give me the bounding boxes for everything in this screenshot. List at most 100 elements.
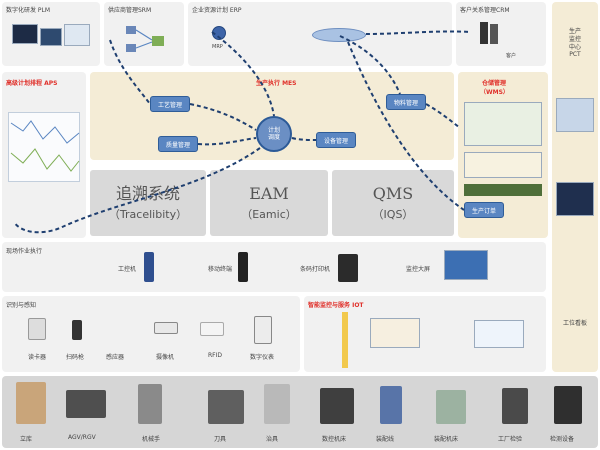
assembly-line-icon <box>380 386 402 424</box>
equipment-item: 刀具 <box>214 436 227 443</box>
industrial-pc-icon <box>144 252 154 282</box>
connector-plan-equip <box>291 137 317 141</box>
card-reader-icon <box>28 318 46 340</box>
wms-title: 仓储管理 <box>482 80 507 87</box>
crm-panel: 客户关系管理CRM 客户 <box>456 2 546 66</box>
fixture-icon <box>264 384 290 424</box>
equipment-item: 检测设备 <box>550 436 575 443</box>
plm-title: 数字化研发 PLM <box>6 7 51 14</box>
equipment-panel: 立库 AGV/RGV 机械手 刀具 治具 数控机床 装配线 装配机床 工厂检验 … <box>2 376 598 448</box>
connector-erp-order <box>347 41 465 211</box>
srm-title: 供应商管理SRM <box>108 7 152 14</box>
equipment-item: AGV/RGV <box>68 434 96 441</box>
connector-crm-erp <box>365 30 471 35</box>
plm-screen-icon <box>12 24 38 44</box>
collect-item: 感应器 <box>106 354 125 361</box>
plm-screen-icon <box>40 28 62 46</box>
warehouse-shelf-icon <box>464 152 542 178</box>
monitor-screen-icon <box>444 250 488 280</box>
connector-plan-aps <box>13 147 261 234</box>
rfid-tag-icon <box>200 322 224 336</box>
agv-icon <box>66 390 106 418</box>
subsystem-qms-name: QMS <box>372 184 414 204</box>
pct-monitor-icon <box>556 98 594 132</box>
exec-panel: 现场作业执行 工控机 移动终端 条码打印机 监控大屏 <box>2 242 546 292</box>
subsystem-eam: EAM （Eamic） <box>210 170 328 236</box>
server-icon <box>480 22 488 44</box>
collect-item: 扫码枪 <box>66 354 85 361</box>
plan-dispatch-label: 计划 调度 <box>267 126 280 141</box>
exec-item: 条码打印机 <box>300 266 331 273</box>
crm-title: 客户关系管理CRM <box>460 7 510 14</box>
collect-title: 识别与感知 <box>6 302 37 309</box>
equipment-item: 立库 <box>20 436 33 443</box>
cutting-tool-icon <box>208 390 244 424</box>
subsystem-qms-code: （IQS） <box>372 207 414 221</box>
iot-title: 智能监控与服务 IOT <box>308 302 364 309</box>
connector-srm-mes <box>109 39 151 105</box>
crm-sub-label: 客户 <box>506 53 517 59</box>
exec-title: 现场作业执行 <box>6 248 43 255</box>
aps-panel: 高级计划排程 APS <box>2 72 86 238</box>
cnc-machine-icon <box>320 388 354 424</box>
supplier-network-icon <box>118 22 174 58</box>
subsystem-eam-code: （Eamic） <box>241 207 297 221</box>
mes-title: 生产执行 MES <box>256 80 297 87</box>
assembly-machine-icon <box>436 390 466 424</box>
wms-subtitle: （WMS） <box>480 89 509 96</box>
plm-screen-icon <box>64 24 90 46</box>
robot-arm-icon <box>138 384 162 424</box>
subsystem-eam-name: EAM <box>249 184 289 204</box>
digital-meter-icon <box>254 316 272 344</box>
equipment-item: 装配线 <box>376 436 395 443</box>
handheld-terminal-icon <box>238 252 248 282</box>
factory-inspect-icon <box>502 388 528 424</box>
connector-process-plan <box>189 103 257 131</box>
aps-title: 高级计划排程 APS <box>6 80 58 87</box>
pct-station-label: 工位看板 <box>562 320 587 327</box>
pct-monitor-icon <box>556 182 594 216</box>
equipment-item: 装配机床 <box>434 436 459 443</box>
equipment-item: 工厂检验 <box>498 436 523 443</box>
erp-panel: 企业资源计划 ERP MRP <box>188 2 452 66</box>
subsystem-trace: 追溯系统 （Tracelibity） <box>90 170 206 236</box>
aps-gantt-icon <box>8 112 80 182</box>
collect-item: RFID <box>208 352 223 359</box>
collect-panel: 识别与感知 读卡器 扫码枪 感应器 摄像机 RFID 数字仪表 <box>2 296 300 372</box>
subsystem-qms: QMS （IQS） <box>332 170 454 236</box>
erp-cloud-icon <box>312 28 366 42</box>
warehouse-rack-icon <box>464 184 542 196</box>
collect-item: 读卡器 <box>28 354 47 361</box>
erp-title: 企业资源计划 ERP <box>192 7 242 14</box>
connector-erp-material <box>339 35 401 95</box>
pct-panel: 生产 监控 中心 PCT 工位看板 <box>552 2 598 372</box>
quality-mgmt-node: 质量管理 <box>158 136 198 152</box>
test-equipment-icon <box>554 386 582 424</box>
exec-item: 移动终端 <box>208 266 233 273</box>
barcode-printer-icon <box>338 254 358 282</box>
scanner-gun-icon <box>72 320 82 340</box>
server-icon <box>490 24 498 44</box>
iot-dashboard-icon <box>474 320 524 348</box>
exec-item: 监控大屏 <box>406 266 431 273</box>
production-order-node: 生产订单 <box>464 202 504 218</box>
subsystem-trace-name: 追溯系统 <box>115 184 180 204</box>
plm-panel: 数字化研发 PLM <box>2 2 100 66</box>
iot-panel: 智能监控与服务 IOT <box>304 296 546 372</box>
iot-dashboard-icon <box>370 318 420 348</box>
process-mgmt-node: 工艺管理 <box>150 96 190 112</box>
connector-quality-plan <box>197 137 257 146</box>
material-mgmt-node: 物料管理 <box>386 94 426 110</box>
collect-item: 数字仪表 <box>250 354 275 361</box>
equipment-mgmt-node: 设备管理 <box>316 132 356 148</box>
warehouse-screen-icon <box>464 102 542 146</box>
exec-item: 工控机 <box>118 266 137 273</box>
mrp-label: MRP <box>212 44 223 50</box>
connector-erp-plan <box>211 31 275 117</box>
stereo-warehouse-icon <box>16 382 46 424</box>
pct-title: 生产 监控 中心 PCT <box>568 28 581 59</box>
collect-item: 摄像机 <box>156 354 175 361</box>
connector-material-wms <box>425 103 461 129</box>
plan-dispatch-node: 计划 调度 <box>256 116 292 152</box>
